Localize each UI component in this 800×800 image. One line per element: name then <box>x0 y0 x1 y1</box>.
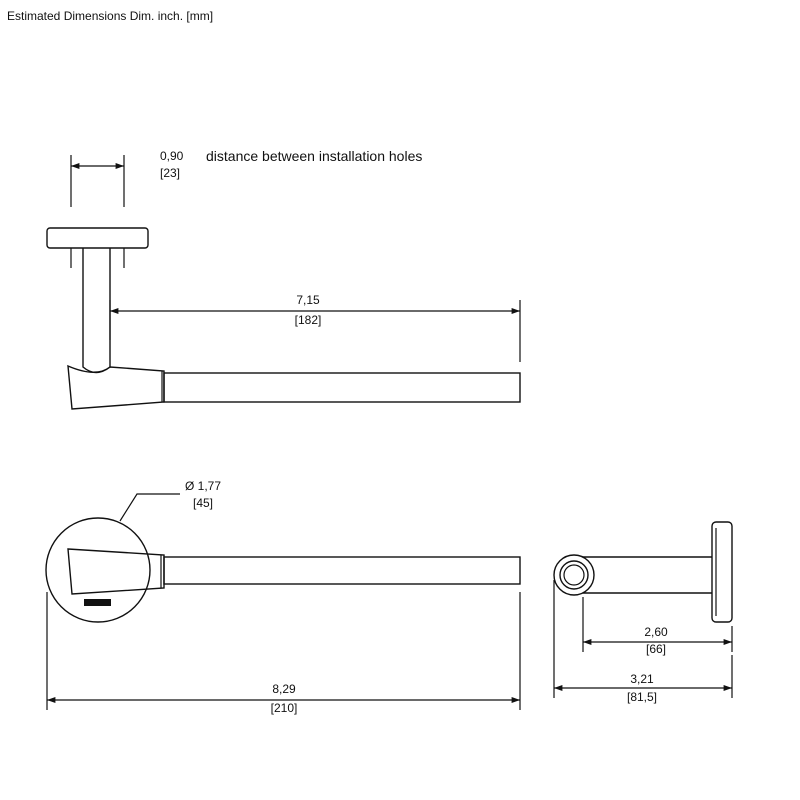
drawing-title: Estimated Dimensions Dim. inch. [mm] <box>7 9 214 23</box>
projection-bar-inch: 2,60 <box>644 625 668 639</box>
side-wall-plate <box>711 521 733 623</box>
base-diameter-inch: Ø 1,77 <box>185 479 221 493</box>
set-screw <box>84 599 111 606</box>
projection-bar-mm: [66] <box>646 642 666 656</box>
projection-total-mm: [81,5] <box>627 690 657 704</box>
bar-end-inner <box>563 564 585 586</box>
bar-end-ring <box>559 560 589 590</box>
overall-length-mm: [210] <box>271 701 298 715</box>
round-base <box>45 517 151 623</box>
bar-end-outer <box>553 554 595 596</box>
top-view: 0,90 [23] distance between installation … <box>46 148 521 410</box>
base-diameter-mm: [45] <box>193 496 213 510</box>
hole-distance-inch: 0,90 <box>160 149 184 163</box>
projection-total-inch: 3,21 <box>630 672 654 686</box>
front-view: Ø 1,77 [45] 8,29 [210] <box>45 479 521 715</box>
bar-length-inch: 7,15 <box>296 293 320 307</box>
hole-distance-mm: [23] <box>160 166 180 180</box>
mounting-post <box>82 248 111 374</box>
front-towel-bar <box>163 556 521 585</box>
wall-plate <box>46 227 149 249</box>
diameter-leader <box>119 493 180 522</box>
overall-length-inch: 8,29 <box>272 682 296 696</box>
hole-distance-note: distance between installation holes <box>206 148 422 164</box>
bar-length-mm: [182] <box>295 313 322 327</box>
front-bar-connector <box>67 548 165 595</box>
towel-bar <box>163 372 521 403</box>
side-view: 2,60 [66] 3,21 [81,5] <box>553 521 733 704</box>
bar-connector <box>67 364 165 410</box>
